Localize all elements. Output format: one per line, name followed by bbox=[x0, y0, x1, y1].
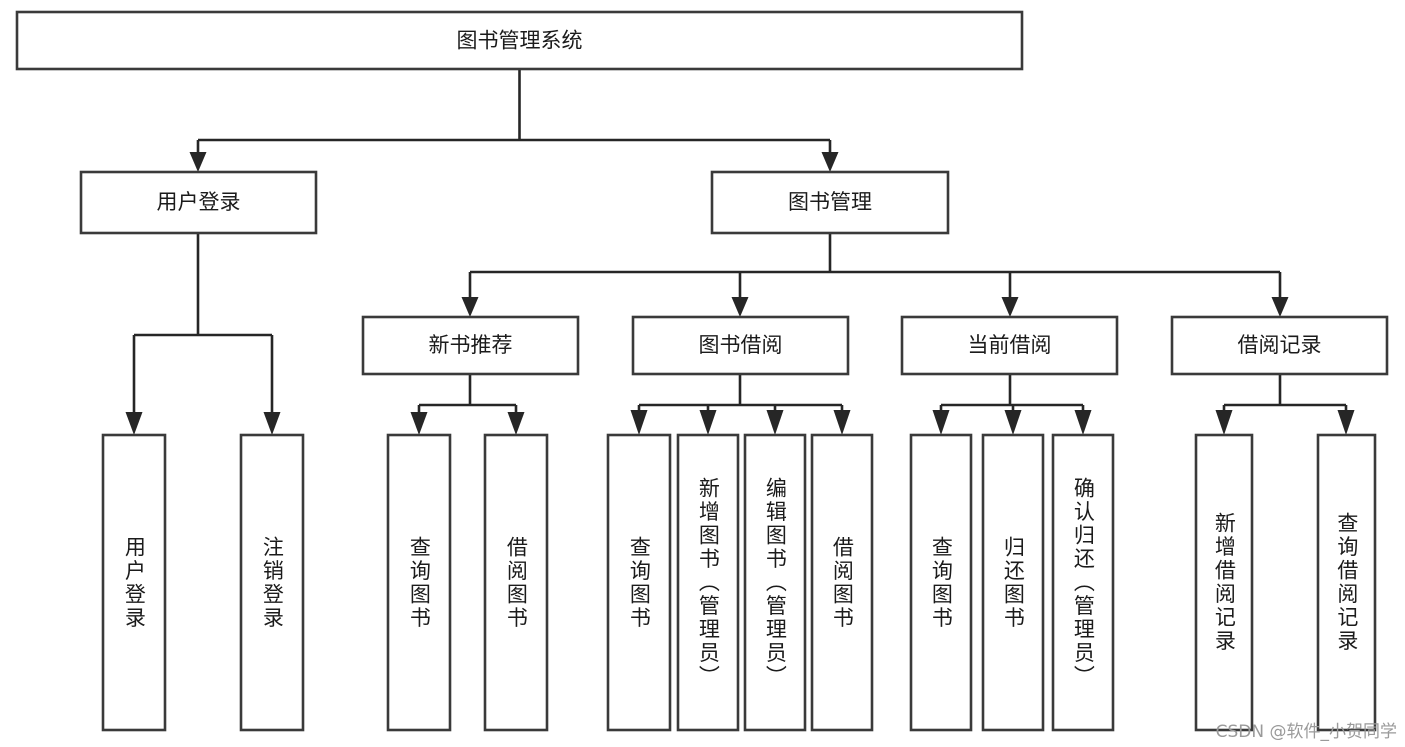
arrow-head-leaf-query-record bbox=[1337, 410, 1355, 435]
arrow-head-leaf-add-book bbox=[699, 410, 717, 435]
arrow-head-leaf-edit-book bbox=[766, 410, 784, 435]
node-layer: 图书管理系统 用户登录 图书管理 新书推荐 图书借阅 当前借阅 借阅记录 bbox=[15, 10, 1389, 732]
node-leaf-borrow-book-2-box[interactable] bbox=[810, 433, 874, 732]
node-current-borrow-label: 当前借阅 bbox=[968, 333, 1052, 357]
arrow-head-leaf-user-login bbox=[125, 412, 143, 435]
arrow-head-leaf-query-book-3 bbox=[932, 410, 950, 435]
arrow-head-leaf-borrow-book-2 bbox=[833, 410, 851, 435]
node-user-login-box[interactable] bbox=[79, 170, 318, 235]
node-root-box[interactable] bbox=[15, 10, 1024, 71]
arrow-head-book-manage bbox=[821, 152, 839, 172]
node-leaf-add-record-box[interactable] bbox=[1194, 433, 1254, 732]
node-book-borrow-box[interactable] bbox=[631, 315, 850, 376]
node-leaf-query-record-box[interactable] bbox=[1316, 433, 1377, 732]
node-borrow-record-label: 借阅记录 bbox=[1238, 333, 1322, 357]
arrow-head-leaf-query-book-1 bbox=[410, 412, 428, 435]
arrow-head-leaf-confirm-return bbox=[1074, 410, 1092, 435]
node-book-borrow-label: 图书借阅 bbox=[699, 333, 783, 357]
arrow-head-user-login bbox=[189, 152, 207, 172]
node-root-label: 图书管理系统 bbox=[457, 29, 583, 53]
arrow-head-leaf-query-book-2 bbox=[630, 410, 648, 435]
node-leaf-query-book-2-box[interactable] bbox=[606, 433, 672, 732]
arrow-head-current-borrow bbox=[1001, 297, 1019, 317]
node-leaf-edit-book-box[interactable] bbox=[743, 433, 807, 732]
node-leaf-borrow-book-1-box[interactable] bbox=[483, 433, 549, 732]
node-leaf-user-logout-box[interactable] bbox=[239, 433, 305, 732]
node-leaf-confirm-return-box[interactable] bbox=[1051, 433, 1115, 732]
connector-layer bbox=[125, 69, 1355, 435]
node-new-book-rec-box[interactable] bbox=[361, 315, 580, 376]
arrow-head-leaf-add-record bbox=[1215, 410, 1233, 435]
node-book-manage-box[interactable] bbox=[710, 170, 950, 235]
arrow-head-new-book-rec bbox=[461, 297, 479, 317]
node-user-login-label: 用户登录 bbox=[157, 190, 241, 214]
arrow-head-leaf-return-book bbox=[1004, 410, 1022, 435]
node-leaf-query-book-3-box[interactable] bbox=[909, 433, 973, 732]
arrow-head-borrow-record bbox=[1271, 297, 1289, 317]
arrow-head-leaf-user-logout bbox=[263, 412, 281, 435]
csdn-watermark: CSDN @软件_小贺同学 bbox=[1215, 722, 1397, 742]
node-current-borrow-box[interactable] bbox=[900, 315, 1119, 376]
arrow-head-leaf-borrow-book-1 bbox=[507, 412, 525, 435]
node-new-book-rec-label: 新书推荐 bbox=[429, 333, 513, 357]
node-book-manage-label: 图书管理 bbox=[788, 190, 872, 214]
node-borrow-record-box[interactable] bbox=[1170, 315, 1389, 376]
node-leaf-query-book-1-box[interactable] bbox=[386, 433, 452, 732]
arrow-head-book-borrow bbox=[731, 297, 749, 317]
node-leaf-user-login-box[interactable] bbox=[101, 433, 167, 732]
node-leaf-return-book-box[interactable] bbox=[981, 433, 1045, 732]
node-leaf-add-book-box[interactable] bbox=[676, 433, 740, 732]
